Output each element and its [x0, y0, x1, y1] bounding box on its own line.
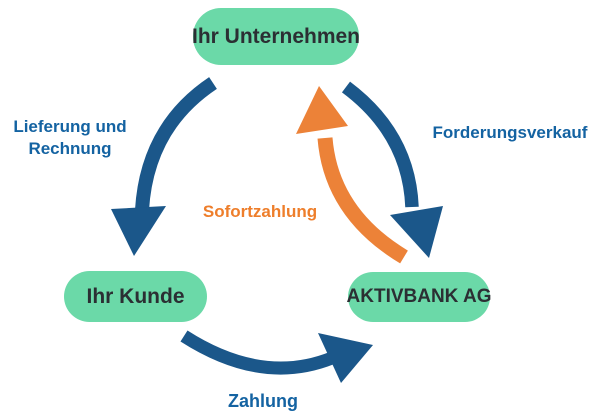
arrow-zahlung-head	[318, 333, 373, 383]
node-ihr-kunde-label: Ihr Kunde	[86, 284, 185, 308]
arrow-zahlung-shaft	[180, 330, 335, 375]
flow-label-sofortzahlung: Sofortzahlung	[202, 202, 318, 221]
node-ihr-kunde: Ihr Kunde	[64, 271, 207, 322]
node-ihr-unternehmen: Ihr Unternehmen	[191, 8, 361, 65]
node-ihr-unternehmen-label: Ihr Unternehmen	[191, 24, 361, 48]
arrow-lieferung-rechnung-icon	[111, 77, 217, 256]
arrow-lieferung-shaft	[135, 77, 217, 211]
flow-label-zahlung: Zahlung	[228, 391, 298, 411]
node-aktivbank-ag: AKTIVBANK AG	[346, 272, 492, 322]
arrow-lieferung-head	[111, 206, 166, 256]
arrow-forderungsverkauf-shaft	[341, 81, 419, 208]
flow-label-lieferung-line1: Lieferung und	[13, 117, 127, 136]
arrow-sofortzahlung-head	[296, 86, 348, 134]
flow-label-forderungsverkauf: Forderungsverkauf	[432, 123, 588, 142]
arrow-forderungsverkauf-head	[390, 206, 443, 258]
arrow-sofortzahlung-shaft	[317, 137, 408, 264]
arrow-forderungsverkauf-icon	[341, 81, 443, 258]
arrow-zahlung-icon	[180, 330, 373, 383]
arrow-sofortzahlung-icon	[296, 86, 408, 264]
node-aktivbank-ag-label: AKTIVBANK AG	[346, 286, 492, 307]
flow-label-lieferung-rechnung: Lieferung und Rechnung	[6, 116, 134, 160]
flow-label-lieferung-line2: Rechnung	[28, 139, 112, 158]
